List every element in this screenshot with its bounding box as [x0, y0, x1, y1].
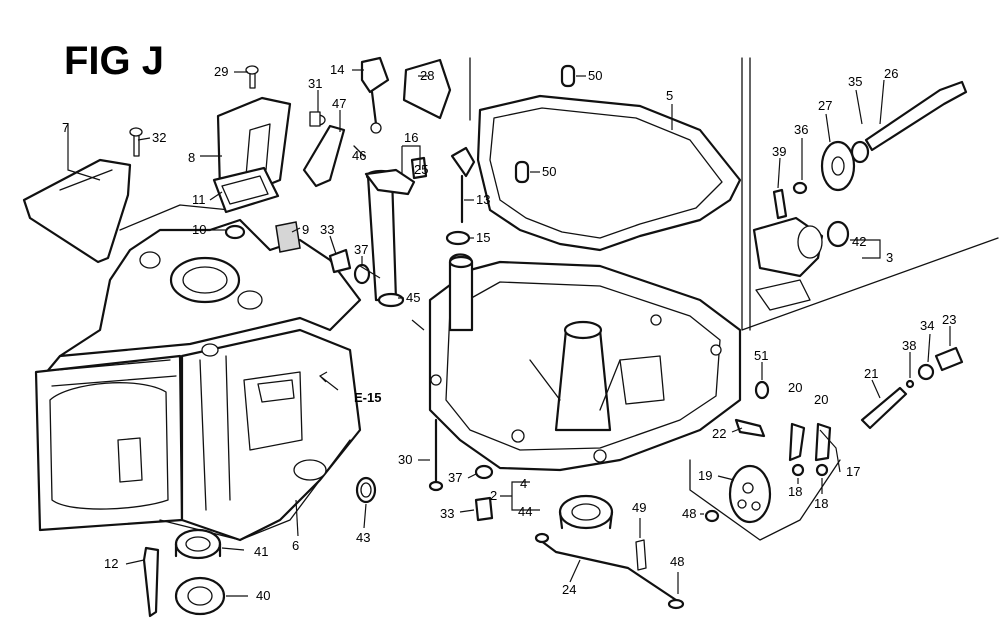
callout-label: 18 [788, 484, 802, 499]
oil-filler-cap [360, 56, 390, 134]
callout-label: 50 [588, 68, 602, 83]
dipstick [450, 146, 476, 224]
callout-label: 43 [356, 530, 370, 545]
callout-label: 24 [562, 582, 576, 597]
cylinder-block [34, 204, 362, 542]
callout-label: 27 [818, 98, 832, 113]
callout-label: 39 [772, 144, 786, 159]
callout-labels: 7 32 29 8 11 10 9 33 31 47 46 14 28 16 2… [62, 62, 956, 603]
callout-label: 48 [682, 506, 696, 521]
callout-label: 29 [214, 64, 228, 79]
callout-label: 21 [864, 366, 878, 381]
callout-label: 18 [814, 496, 828, 511]
callout-label: 19 [698, 468, 712, 483]
callout-label: 6 [292, 538, 299, 553]
callout-label: 4 [520, 476, 527, 491]
callout-label: 17 [846, 464, 860, 479]
callout-label: 3 [886, 250, 893, 265]
callout-label: 13 [476, 192, 490, 207]
governor-gear [689, 380, 841, 541]
reference-label: E-15 [354, 390, 381, 405]
callout-label: 40 [256, 588, 270, 603]
callout-label: 9 [302, 222, 309, 237]
rod [534, 532, 685, 610]
gasket [476, 94, 742, 252]
bracket-28 [402, 58, 452, 120]
breather-cover [212, 96, 292, 214]
callout-label: 23 [942, 312, 956, 327]
dipstick-tube [364, 168, 416, 302]
callout-label: 32 [152, 130, 166, 145]
callout-label: 11 [192, 192, 206, 207]
callout-label: 2 [490, 488, 497, 503]
callout-label: 10 [192, 222, 206, 237]
callout-label: 47 [332, 96, 346, 111]
callout-label: 35 [848, 74, 862, 89]
callout-label: 20 [814, 392, 828, 407]
callout-label: 16 [404, 130, 418, 145]
callout-label: 50 [542, 164, 556, 179]
callout-label: 37 [354, 242, 368, 257]
callout-label: 45 [406, 290, 420, 305]
callout-label: 5 [666, 88, 673, 103]
callout-label: 26 [884, 66, 898, 81]
governor-arm [142, 546, 160, 618]
callout-label: 15 [476, 230, 490, 245]
callout-label: 38 [902, 338, 916, 353]
callout-label: 22 [712, 426, 726, 441]
camshaft-inset [752, 80, 968, 311]
crankcase-cover [428, 253, 742, 472]
callout-label: 14 [330, 62, 344, 77]
seals-bearings [174, 494, 614, 616]
callout-label: 8 [188, 150, 195, 165]
callout-label: 30 [398, 452, 412, 467]
callout-label: 28 [420, 68, 434, 83]
figure-title: FIG J [64, 39, 164, 83]
callout-label: 42 [852, 234, 866, 249]
callout-label: 46 [352, 148, 366, 163]
callout-label: 20 [788, 380, 802, 395]
callout-label: 25 [414, 162, 428, 177]
callout-label: 31 [308, 76, 322, 91]
bracket [22, 158, 132, 264]
callout-label: 7 [62, 120, 69, 135]
small-parts [129, 64, 576, 522]
callout-label: 36 [794, 122, 808, 137]
leader-lines [67, 69, 951, 597]
callout-label: 49 [632, 500, 646, 515]
callout-label: 44 [518, 504, 532, 519]
inset-frame [469, 57, 999, 331]
callout-label: 33 [440, 506, 454, 521]
callout-label: 12 [104, 556, 118, 571]
callout-label: 41 [254, 544, 268, 559]
callout-label: 33 [320, 222, 334, 237]
governor-shaft [860, 346, 964, 430]
callout-label: 37 [448, 470, 462, 485]
callout-label: 51 [754, 348, 768, 363]
callout-label: 34 [920, 318, 934, 333]
callout-label: 48 [670, 554, 684, 569]
